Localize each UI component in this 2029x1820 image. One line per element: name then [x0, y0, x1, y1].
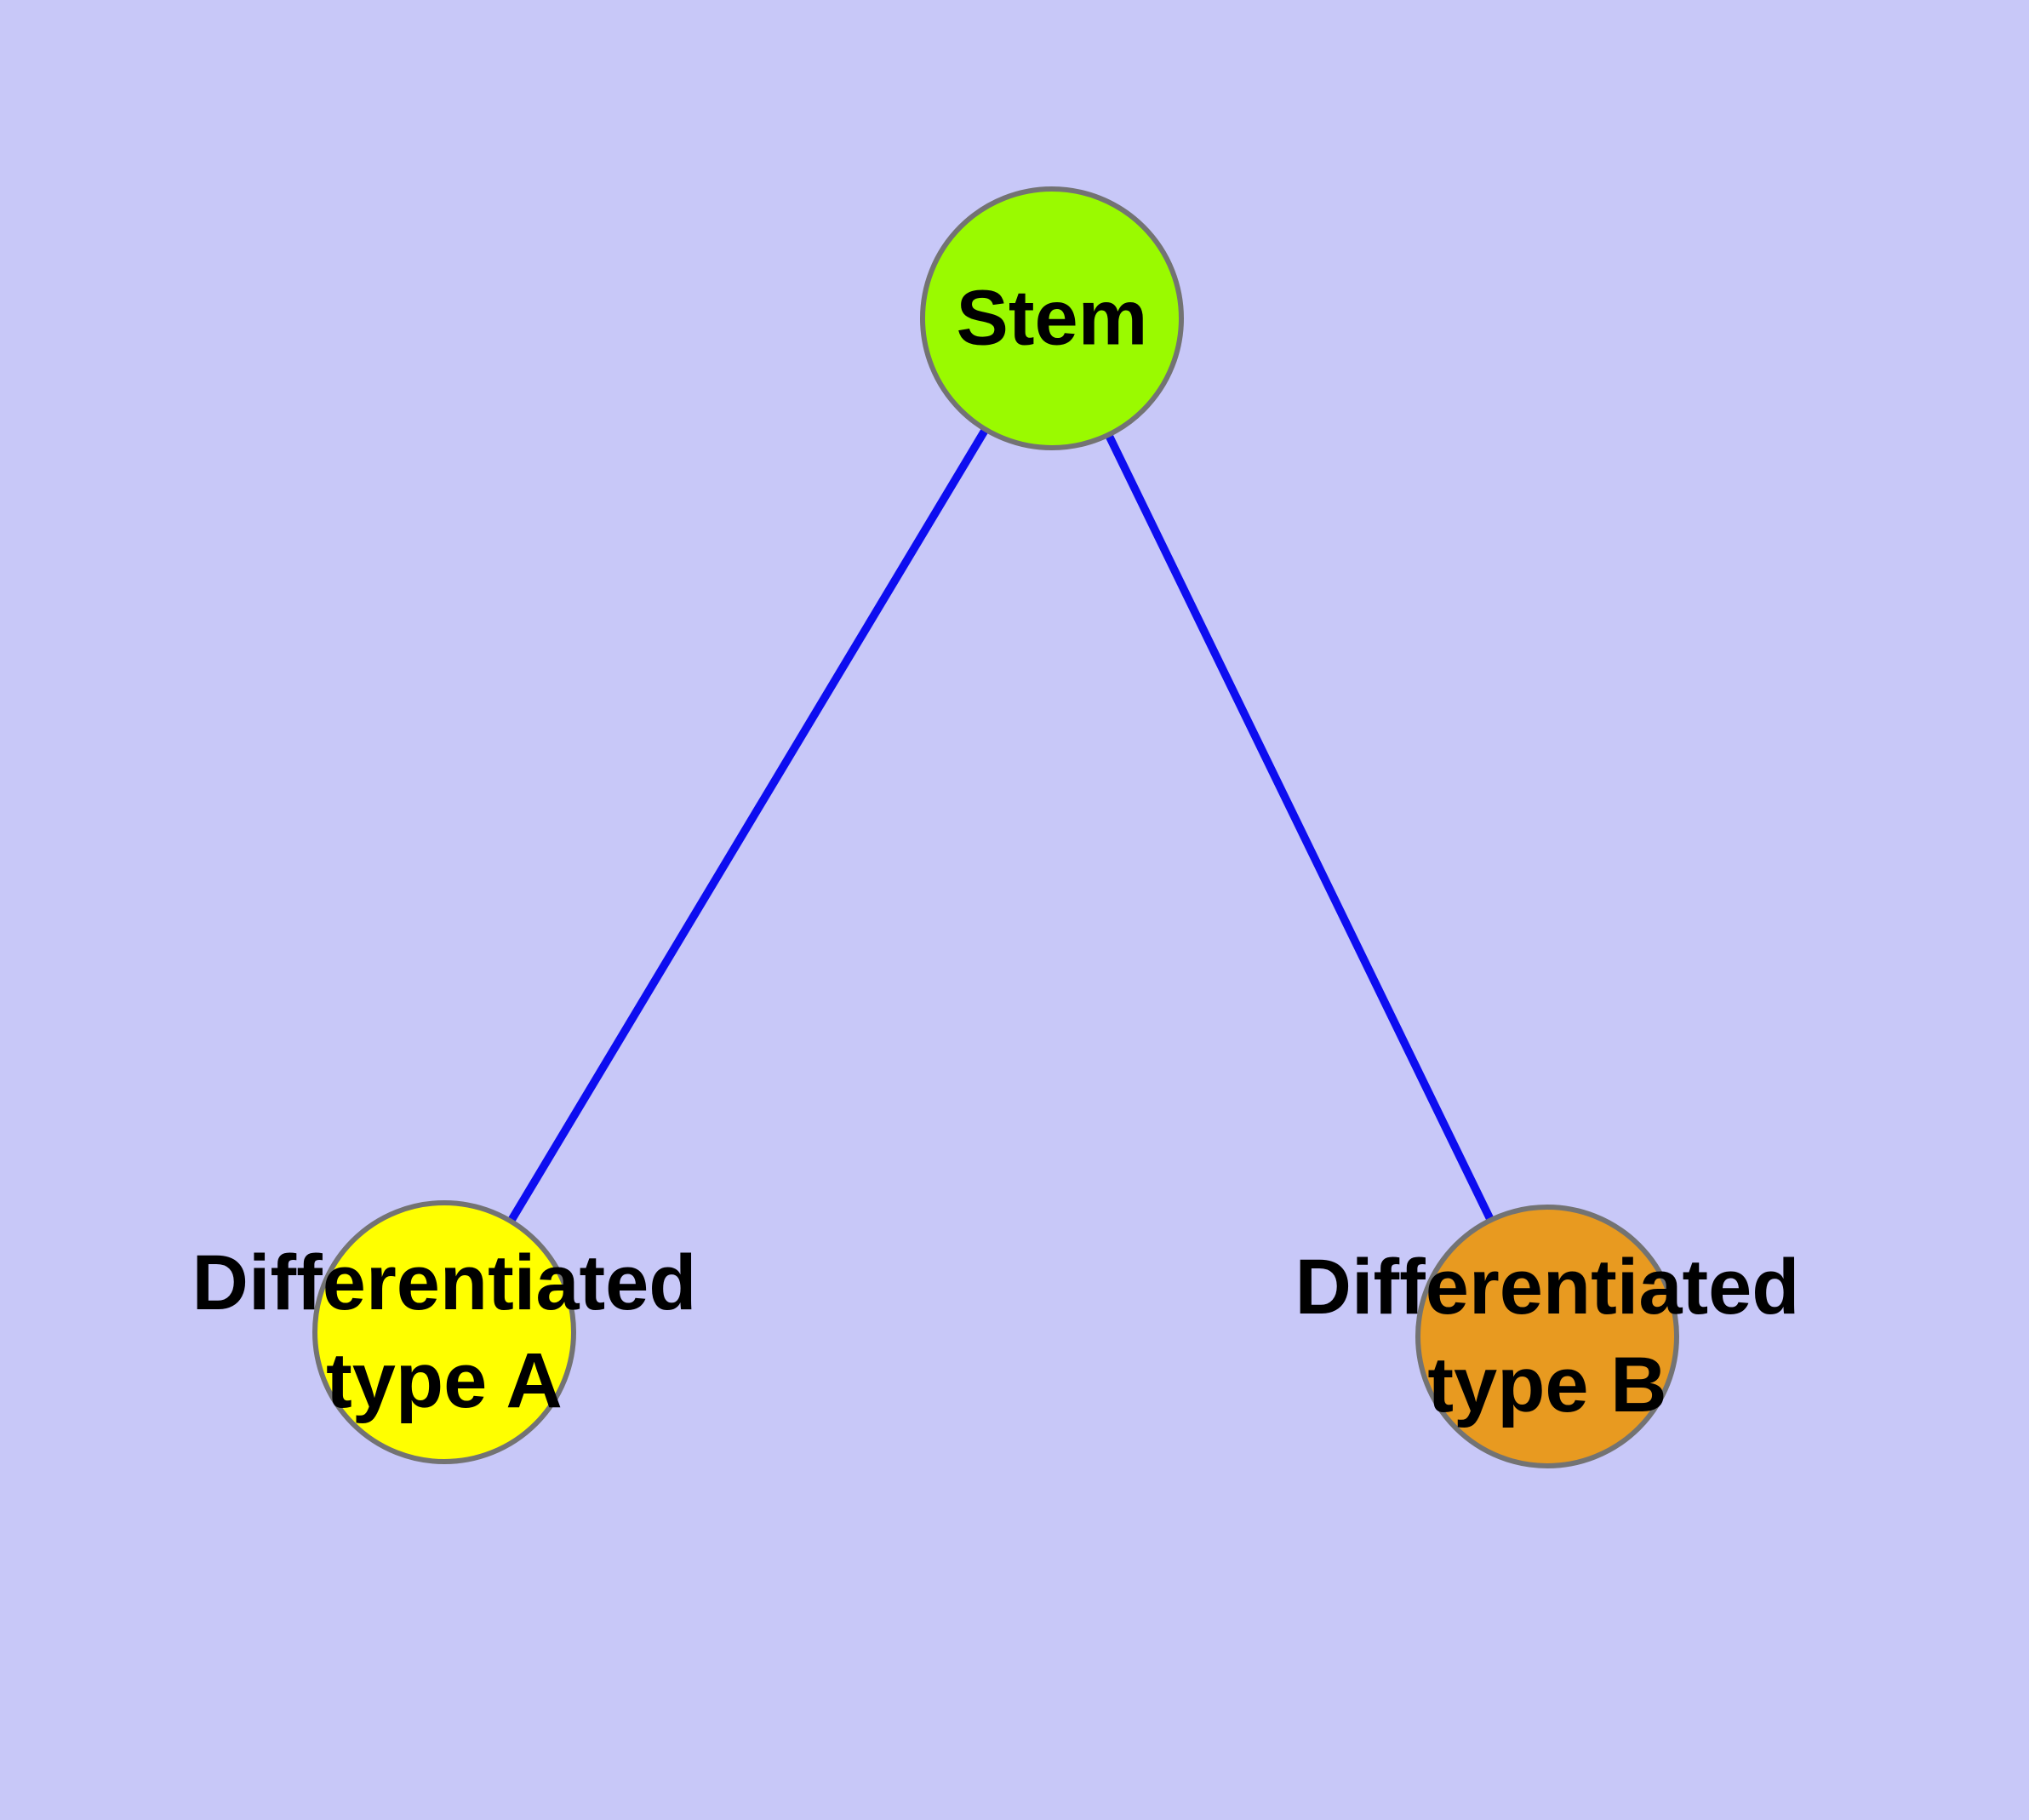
node-type-a-label: Differentiated type A: [192, 1234, 697, 1430]
node-type-b-label-line1: Differentiated: [1295, 1244, 1800, 1331]
node-type-a-circle[interactable]: [312, 1200, 576, 1464]
edge-stem-to-type-b: [1048, 316, 1552, 1339]
node-type-a-label-line1: Differentiated: [191, 1239, 697, 1326]
node-type-b-circle[interactable]: [1415, 1205, 1679, 1468]
node-type-b-label-line2: type B: [1427, 1342, 1667, 1428]
nodes-layer: [312, 186, 1679, 1468]
node-stem-circle[interactable]: [920, 186, 1184, 450]
node-stem-label: Stem: [956, 274, 1148, 362]
edge-stem-to-type-a: [440, 316, 1056, 1335]
edges-layer: [440, 316, 1552, 1339]
node-type-a-label-line2: type A: [326, 1337, 563, 1424]
node-type-b-label: Differentiated type B: [1295, 1239, 1800, 1434]
